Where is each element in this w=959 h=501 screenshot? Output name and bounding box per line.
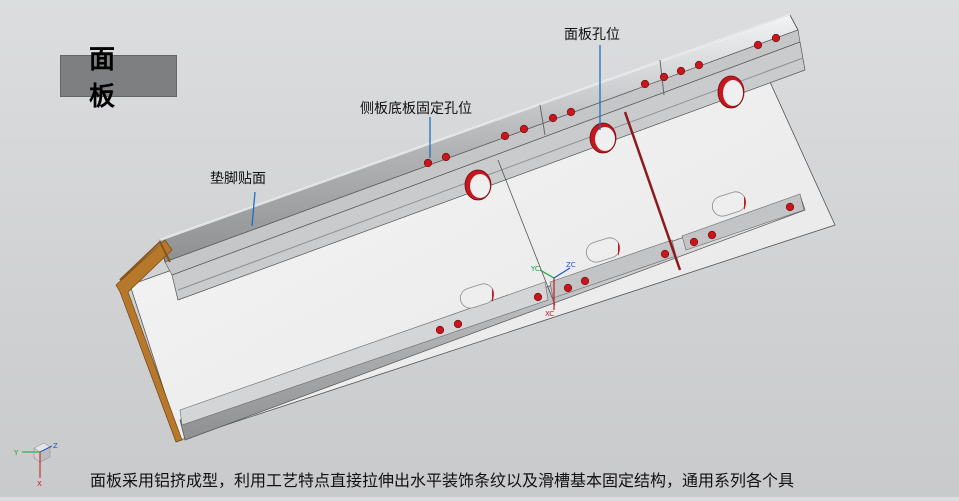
upper-rail [171,41,806,301]
leader-lines [251,45,601,227]
caption-text: 面板采用铝挤成型，利用工艺特点直接拉伸出水平装饰条纹以及滑槽基本固定结构，通用系… [90,471,795,490]
slot-holes [459,191,747,309]
work-csys [539,267,571,310]
title-box: 面 板 [60,45,177,112]
fixing-holes-lower [435,202,795,335]
page-title: 面 板 [89,45,144,112]
edge-profile [115,239,183,443]
view-y-label: Y [13,449,19,457]
callout-side-bottom-holes: 侧板底板固定孔位 [360,101,472,117]
csys-y-label: YC [530,265,540,273]
fixing-holes-upper [423,33,781,168]
csys-z-label: ZC [566,261,576,269]
csys-x-label: XC [545,310,554,318]
view-x-label: X [37,480,42,488]
callout-foot-surface: 垫脚贴面 [210,171,266,187]
view-z-label: Z [53,442,58,450]
view-triad-icon [22,442,53,478]
callout-panel-holes: 面板孔位 [564,27,620,43]
